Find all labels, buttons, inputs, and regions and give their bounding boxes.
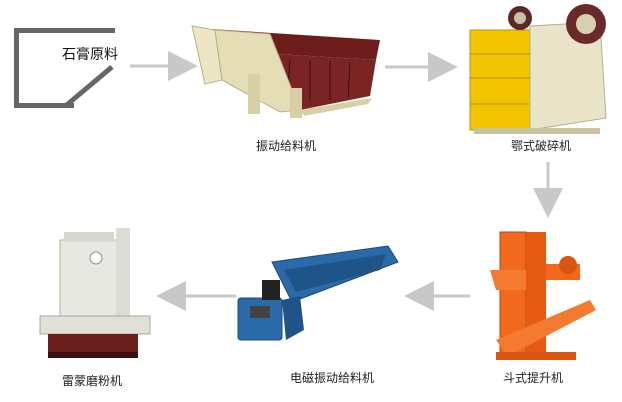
label-bucket-elevator: 斗式提升机 <box>503 371 564 385</box>
raw-material-label: 石膏原料 <box>62 47 118 63</box>
raymond-mill-image <box>39 228 151 358</box>
raw-material-frame-bottom <box>14 103 74 108</box>
label-raymond-mill: 雷蒙磨粉机 <box>62 374 123 388</box>
label-jaw-crusher: 鄂式破碎机 <box>511 139 572 153</box>
bucket-elevator-image <box>490 231 596 360</box>
raw-material-frame <box>14 28 115 105</box>
electromagnetic-feeder-image <box>237 245 399 341</box>
label-electromagnetic-feeder: 电磁振动给料机 <box>290 371 375 385</box>
vibrating-feeder-image <box>191 25 380 118</box>
jaw-crusher-image <box>469 4 607 134</box>
label-vibrating-feeder: 振动给料机 <box>256 139 317 153</box>
